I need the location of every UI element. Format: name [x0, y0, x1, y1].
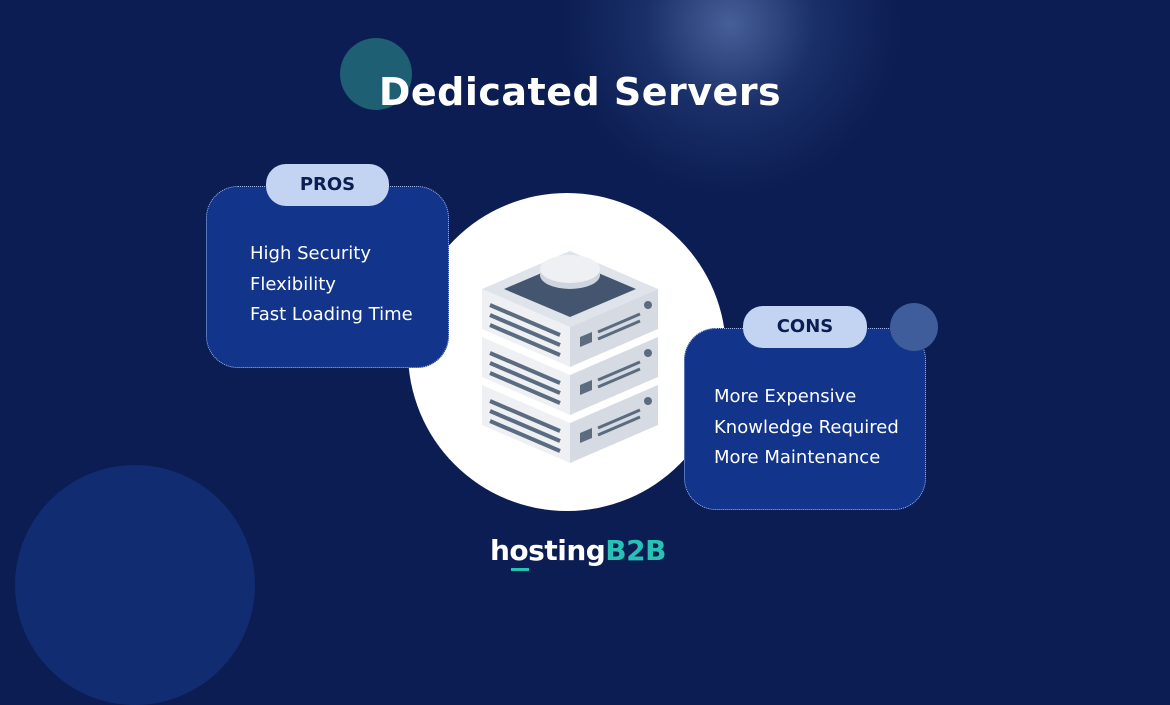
decorative-circle-teal: [340, 38, 412, 110]
pros-item: Fast Loading Time: [250, 304, 413, 325]
decorative-circle-small: [890, 303, 938, 351]
pros-list: High Security Flexibility Fast Loading T…: [250, 239, 413, 331]
page-title: Dedicated Servers: [378, 70, 782, 114]
pros-item: High Security: [250, 243, 372, 264]
cons-card: More Expensive Knowledge Required More M…: [684, 328, 926, 510]
brand-name-part2: B2B: [605, 534, 666, 567]
server-stack-icon: [482, 251, 658, 463]
brand-underline: [511, 568, 529, 571]
pros-label: PROS: [266, 164, 389, 206]
cons-list: More Expensive Knowledge Required More M…: [714, 382, 899, 474]
cons-item: Knowledge Required: [714, 416, 899, 438]
cons-item: More Expensive: [714, 386, 857, 407]
server-unit-bottom: [482, 385, 658, 463]
pros-item: Flexibility: [250, 273, 336, 295]
brand-name-part1: hosting: [490, 534, 606, 567]
decorative-circle-bottom: [15, 465, 255, 705]
pros-card: High Security Flexibility Fast Loading T…: [206, 186, 449, 368]
brand-logo: hostingB2B: [490, 534, 666, 571]
server-unit-middle: [482, 337, 658, 415]
cons-item: More Maintenance: [714, 447, 881, 468]
cons-label: CONS: [743, 306, 867, 348]
server-unit-top: [482, 251, 658, 367]
